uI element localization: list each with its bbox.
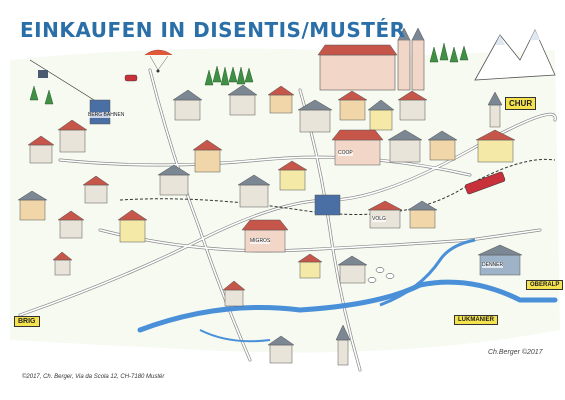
church-icon [335,91,503,366]
direction-sign-chur: CHUR [505,97,537,110]
river [379,238,476,307]
paraglider-icon [144,49,173,73]
river [137,279,558,333]
train-icon [464,171,506,195]
direction-sign-brig: BRIG [14,316,40,327]
monastery-building [317,27,425,91]
car-icon [124,74,138,82]
meadow-area [10,48,560,353]
label-denner: DENNER [482,262,504,268]
direction-sign-lukmanier: LUKMANIER [454,315,498,325]
label-bergbahnen: BERG BAHNEN [88,112,125,118]
map-title: EINKAUFEN IN DISENTIS/MUSTÉR [20,18,406,42]
label-migros: MIGROS [250,238,271,244]
direction-sign-oberalp: OBERALP [526,280,564,290]
village-houses [17,84,523,364]
label-coop: COOP [338,150,353,156]
cow-icon [367,267,395,283]
label-volg: VOLG [372,216,386,222]
mountain-icon [474,29,556,81]
forest [29,42,469,105]
river [199,329,271,343]
artist-signature: Ch.Berger ©2017 [488,349,543,356]
copyright-text: ©2017, Ch. Berger, Via da Scola 12, CH-7… [22,374,165,380]
